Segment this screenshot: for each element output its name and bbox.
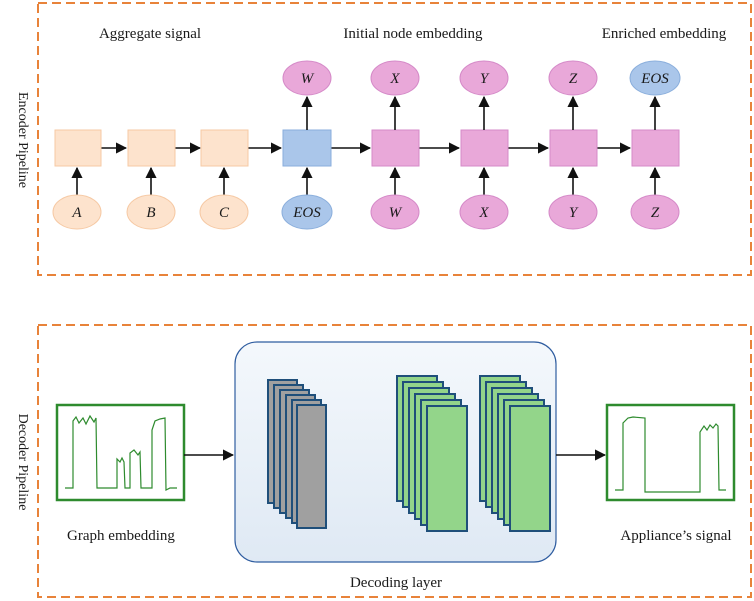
input-node-y: Y	[548, 194, 598, 230]
appliance-signal-waveform	[615, 416, 726, 493]
appliance-signal-box	[605, 403, 736, 502]
appliance-signal-label: Appliance’s signal	[620, 528, 731, 544]
svg-text:Y: Y	[480, 71, 490, 87]
input-node-w: W	[370, 194, 420, 230]
svg-text:W: W	[389, 205, 403, 221]
encoder-cell-pink	[371, 129, 420, 167]
initial-node-embedding-label: Initial node embedding	[343, 26, 483, 42]
input-node-z: Z	[630, 194, 680, 230]
encoder-cell-pink	[549, 129, 598, 167]
decoder-side-label: Decoder Pipeline	[15, 414, 30, 511]
output-node-eos: EOS	[629, 60, 681, 96]
graph-embedding-label: Graph embedding	[67, 528, 175, 544]
decoding-layer-panel	[234, 341, 557, 563]
decoder-frame	[37, 324, 752, 598]
output-node-w: W	[282, 60, 332, 96]
svg-text:Z: Z	[651, 205, 660, 221]
encoder-cell-peach	[200, 129, 249, 167]
encoder-cell-blue	[282, 129, 332, 167]
svg-text:A: A	[71, 205, 82, 221]
encoder-cell-peach	[54, 129, 102, 167]
green-feature-stack	[479, 375, 551, 532]
output-node-x: X	[370, 60, 420, 96]
output-node-z: Z	[548, 60, 598, 96]
encoder-cell-peach	[127, 129, 176, 167]
encoder-side-label: Encoder Pipeline	[15, 92, 30, 188]
input-node-c: C	[199, 194, 249, 230]
encoder-cell-pink	[631, 129, 680, 167]
svg-text:C: C	[219, 205, 230, 221]
input-signal-waveform	[65, 414, 177, 491]
input-node-a: A	[52, 194, 102, 230]
output-node-y: Y	[459, 60, 509, 96]
aggregate-signal-label: Aggregate signal	[99, 26, 201, 42]
decoding-layer-label: Decoding layer	[350, 575, 442, 591]
svg-text:Y: Y	[569, 205, 579, 221]
enriched-embedding-label: Enriched embedding	[602, 26, 727, 42]
input-node-eos: EOS	[281, 194, 333, 230]
svg-text:Z: Z	[569, 71, 578, 87]
encoder-chain: A B C EOS W X Y Z	[52, 60, 681, 230]
svg-text:B: B	[146, 205, 155, 221]
gray-feature-stack	[267, 379, 327, 529]
svg-text:EOS: EOS	[292, 205, 321, 221]
svg-text:X: X	[389, 71, 400, 87]
svg-text:EOS: EOS	[640, 71, 669, 87]
green-feature-stack	[396, 375, 468, 532]
svg-text:X: X	[478, 205, 489, 221]
encoder-frame	[37, 2, 752, 276]
input-node-b: B	[126, 194, 176, 230]
input-node-x: X	[459, 194, 509, 230]
encoder-cell-pink	[460, 129, 509, 167]
graph-embedding-signal-box	[55, 403, 186, 502]
svg-text:W: W	[301, 71, 315, 87]
